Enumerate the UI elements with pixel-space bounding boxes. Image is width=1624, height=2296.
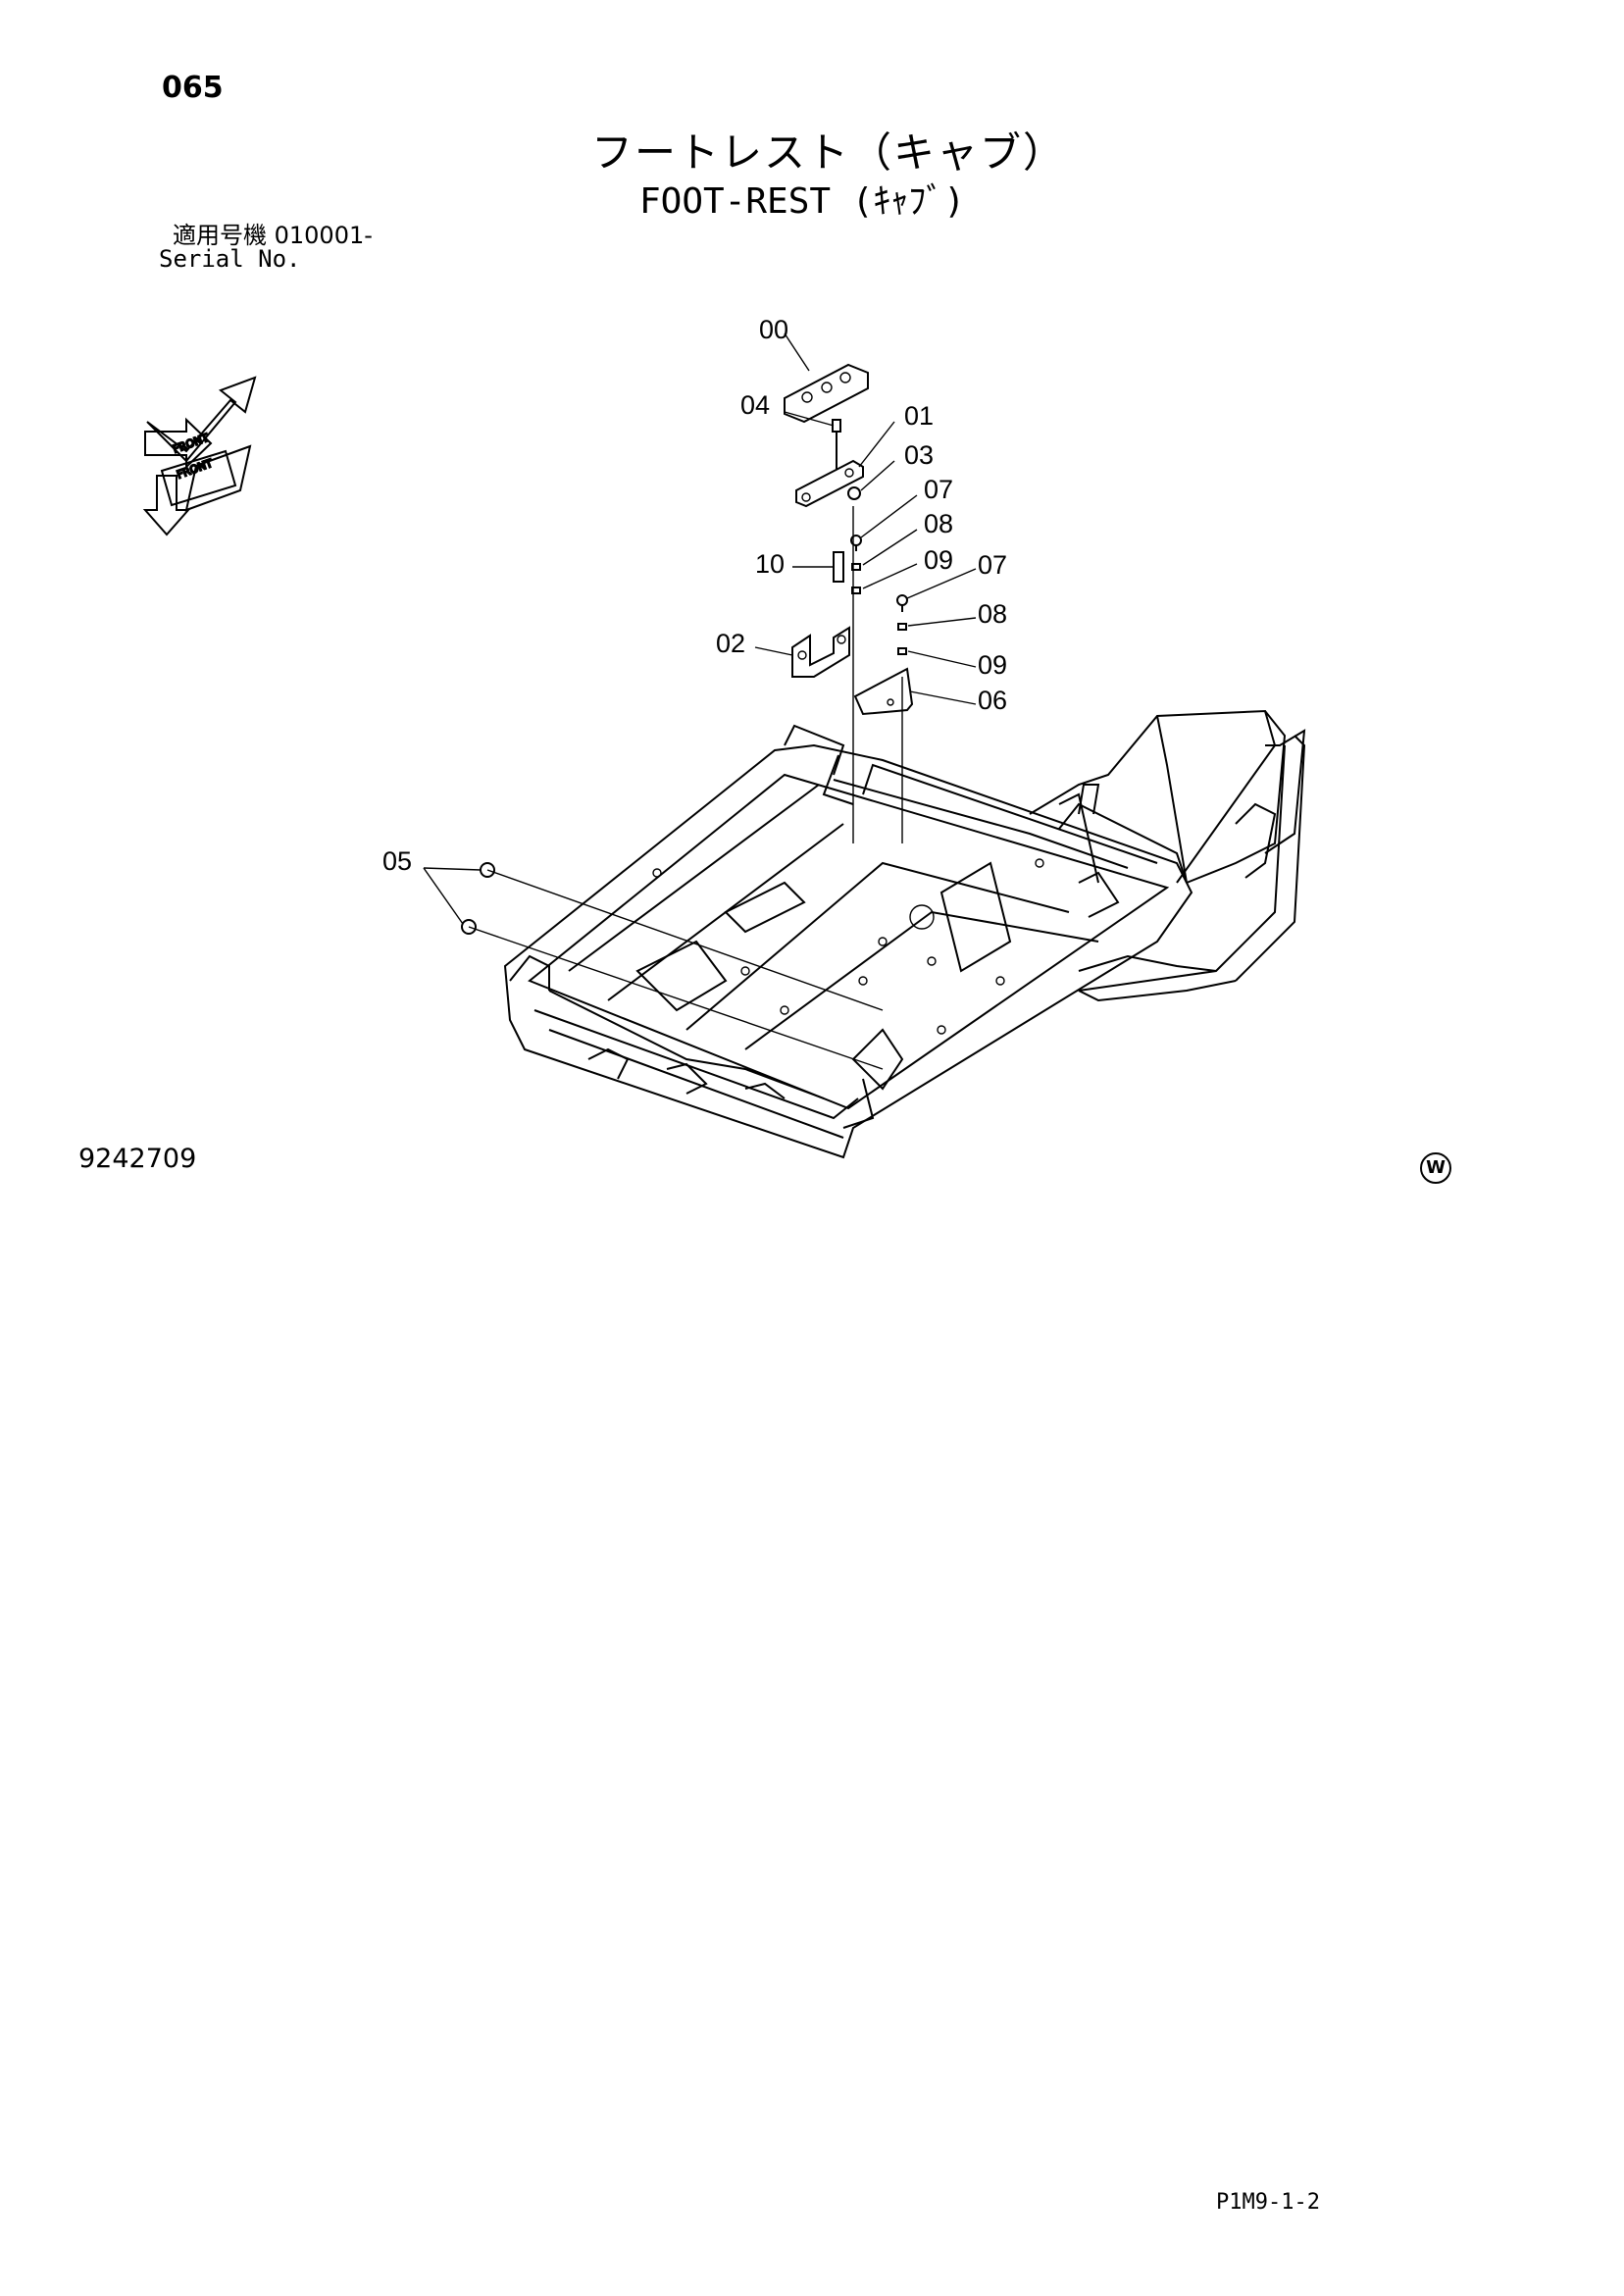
part-09-washer-right — [897, 647, 907, 655]
callout-07-right: 07 — [978, 550, 1007, 580]
front-direction-arrows-icon: FRONT FRONT — [142, 376, 257, 536]
part-09-washer — [851, 587, 861, 594]
part-03-nut — [847, 486, 861, 500]
page-code: P1M9-1-2 — [1216, 2190, 1320, 2215]
callout-00: 00 — [759, 315, 788, 344]
callout-08-right: 08 — [978, 599, 1007, 629]
callout-06: 06 — [978, 686, 1007, 715]
part-06-plate — [853, 667, 914, 716]
part-02-bracket — [791, 626, 850, 678]
part-07-bolt-right — [896, 594, 908, 612]
callout-09-right: 09 — [978, 650, 1007, 680]
callout-01: 01 — [904, 401, 934, 431]
corner-mark-icon: W — [1420, 1152, 1451, 1184]
drawing-number: 9242709 — [78, 1144, 197, 1174]
part-01-bracket — [795, 459, 864, 508]
svg-text:FRONT: FRONT — [172, 432, 211, 456]
callout-07: 07 — [924, 475, 953, 504]
leader-lines — [423, 332, 977, 925]
callout-08: 08 — [924, 509, 953, 538]
callout-09: 09 — [924, 545, 953, 575]
cab-floor-frame — [503, 724, 1193, 1159]
callout-02: 02 — [716, 629, 745, 658]
part-00-bracket-plate — [784, 363, 869, 424]
assembly-lines — [468, 506, 903, 1070]
rear-console-box — [1029, 709, 1306, 1002]
page-number: 065 — [162, 71, 224, 105]
part-08-washer — [851, 563, 861, 571]
part-05-nuts — [461, 862, 495, 935]
part-04-pin — [832, 419, 841, 469]
callout-03: 03 — [904, 440, 934, 470]
part-10-spacer — [833, 551, 844, 583]
serial-label-japanese: 適用号機 010001- — [173, 222, 373, 249]
page-title-japanese: フートレスト（キャブ） — [591, 128, 1067, 177]
callout-04: 04 — [740, 390, 770, 420]
serial-label-english: Serial No. — [159, 245, 301, 273]
callout-10: 10 — [755, 549, 785, 579]
part-08-washer-right — [897, 623, 907, 631]
page-title-english: FOOT-REST (ｷｬﾌﾞ) — [639, 181, 966, 222]
part-callouts: 00 04 01 03 07 08 10 09 07 02 08 09 06 0… — [382, 315, 1007, 876]
callout-05: 05 — [382, 846, 412, 876]
